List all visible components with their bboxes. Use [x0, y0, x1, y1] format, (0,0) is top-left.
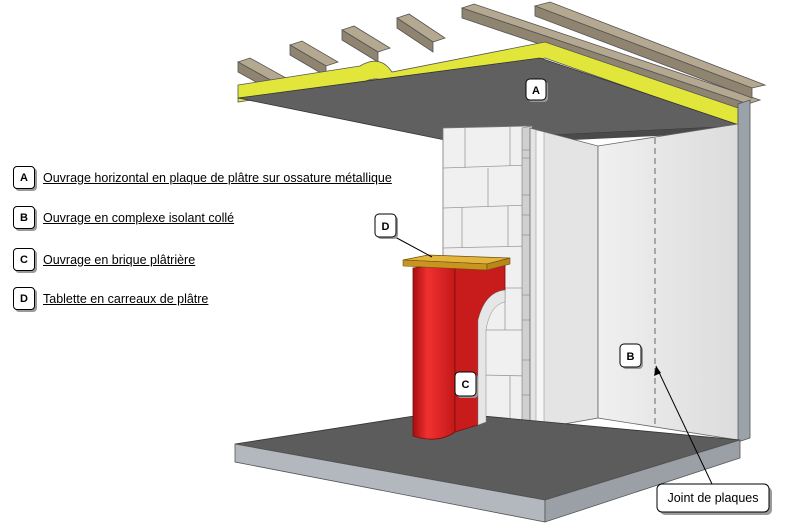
legend-item-a: A Ouvrage horizontal en plaque de plâtre…: [13, 166, 392, 189]
joint-callout-text: Joint de plaques: [667, 491, 758, 505]
callout-c: C: [454, 371, 478, 398]
floor-slab: [234, 411, 741, 523]
legend-text-b: Ouvrage en complexe isolant collé: [43, 210, 235, 225]
legend-text-c: Ouvrage en brique plâtrière: [43, 252, 196, 267]
callout-a-letter: A: [532, 85, 540, 97]
callout-c-letter: C: [462, 379, 470, 391]
joint-leader: [655, 365, 713, 485]
legend-item-d: D Tablette en carreaux de plâtre: [13, 287, 208, 310]
legend-letter-d: D: [13, 287, 35, 310]
legend-letter-c: C: [13, 248, 35, 271]
callout-d-leader: [394, 236, 433, 258]
callout-d-letter: D: [382, 221, 390, 233]
shelf-tablette: [402, 254, 511, 271]
callout-b: B: [619, 343, 643, 369]
legend-text-a: Ouvrage horizontal en plaque de plâtre s…: [43, 170, 392, 185]
legend-letter-b: B: [13, 206, 35, 229]
legend-letter-a: A: [13, 166, 35, 189]
legend-text-d: Tablette en carreaux de plâtre: [43, 291, 209, 306]
callout-b-letter: B: [627, 351, 635, 363]
right-wall-edge: [737, 99, 751, 443]
joint-arrowhead: [654, 366, 661, 376]
joint-callout: Joint de plaques: [656, 483, 772, 515]
legend-item-b: B Ouvrage en complexe isolant collé: [13, 206, 234, 229]
callout-d: D: [374, 213, 398, 239]
legend-item-c: C Ouvrage en brique plâtrière: [13, 248, 195, 271]
insulated-wall: [529, 123, 739, 441]
callout-a: A: [525, 78, 548, 102]
